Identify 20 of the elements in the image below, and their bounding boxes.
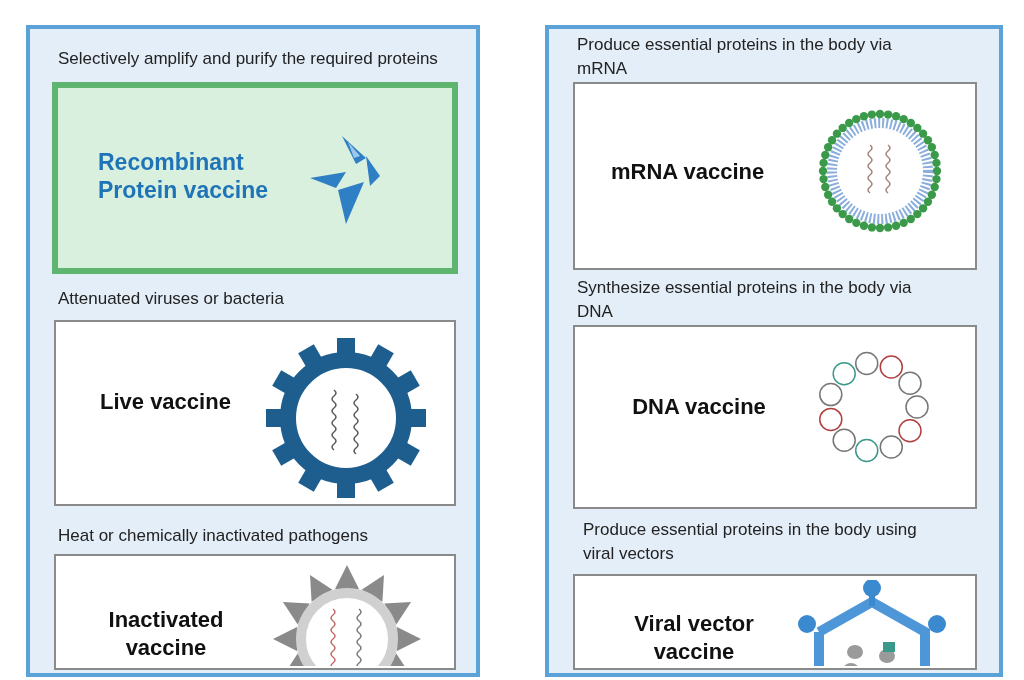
vaccine-description: Produce essential proteins in the body using viral vectors xyxy=(583,519,918,565)
vaccine-name: Recombinant Protein vaccine xyxy=(98,148,270,204)
vaccine-box xyxy=(573,82,977,270)
vaccine-name: Inactivated vaccine xyxy=(107,606,225,662)
vaccine-description: Attenuated viruses or bacteria xyxy=(58,288,285,310)
vaccine-name: DNA vaccine xyxy=(631,393,767,421)
vaccine-box xyxy=(573,325,977,509)
vaccine-name: Live vaccine xyxy=(100,388,232,416)
vaccine-name: Viral vector vaccine xyxy=(633,610,755,666)
vaccine-description: Produce essential proteins in the body via mRNA xyxy=(577,34,893,80)
panel-background xyxy=(545,25,1003,677)
vaccine-description: Selectively amplify and purify the required proteins xyxy=(58,48,439,70)
vaccine-box xyxy=(573,574,977,670)
highlighted-vaccine-box xyxy=(52,82,458,274)
vaccine-description: Synthesize essential proteins in the body via DNA xyxy=(577,277,913,323)
vaccine-name: mRNA vaccine xyxy=(611,158,766,186)
vaccine-box xyxy=(54,320,456,506)
vaccine-box xyxy=(54,554,456,670)
panel-background xyxy=(26,25,480,677)
vaccine-description: Heat or chemically inactivated pathogens xyxy=(58,525,369,547)
